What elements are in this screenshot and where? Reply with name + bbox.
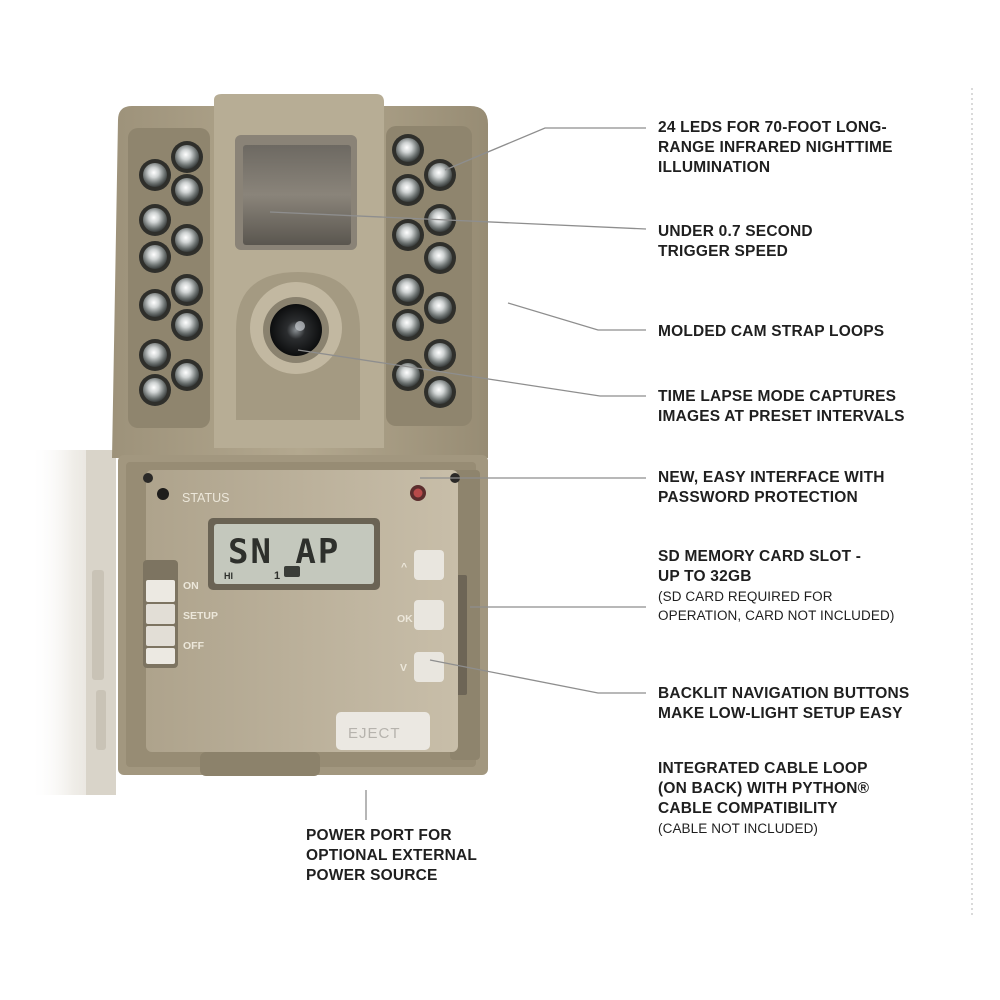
led-22-lens <box>428 343 452 367</box>
up-button[interactable] <box>414 550 444 580</box>
callout-interface-line1: NEW, EASY INTERFACE WITH <box>658 469 885 486</box>
led-18-lens <box>428 246 452 270</box>
led-8-lens <box>175 278 199 302</box>
callout-trigger: UNDER 0.7 SECOND TRIGGER SPEED <box>658 222 813 262</box>
callout-leds-line3: ILLUMINATION <box>658 159 771 176</box>
callout-sd-sub2: OPERATION, CARD NOT INCLUDED) <box>658 608 895 623</box>
callout-sd: SD MEMORY CARD SLOT - UP TO 32GB (SD CAR… <box>658 547 894 625</box>
led-5-lens <box>175 228 199 252</box>
infrared-led-array <box>139 134 456 408</box>
led-11-lens <box>175 363 199 387</box>
callout-backlit: BACKLIT NAVIGATION BUTTONS MAKE LOW-LIGH… <box>658 684 909 724</box>
up-button-label: ^ <box>401 561 407 573</box>
led-19-lens <box>396 278 420 302</box>
callout-sd-sub1: (SD CARD REQUIRED FOR <box>658 589 833 604</box>
callout-trigger-line1: UNDER 0.7 SECOND <box>658 223 813 240</box>
down-button[interactable] <box>414 652 444 682</box>
camera-lower-housing <box>118 455 488 776</box>
callout-power-line2: OPTIONAL EXTERNAL <box>306 847 478 864</box>
led-9-lens <box>175 313 199 337</box>
callout-backlit-line2: MAKE LOW-LIGHT SETUP EASY <box>658 705 903 722</box>
led-16-lens <box>396 223 420 247</box>
ok-button-label: OK <box>397 613 413 625</box>
switch-on-label: ON <box>183 580 199 592</box>
leader-backlit <box>429 659 646 694</box>
switch-setup-label: SETUP <box>183 610 218 622</box>
callout-sd-line1: SD MEMORY CARD SLOT - <box>658 548 862 565</box>
ok-button[interactable] <box>414 600 444 630</box>
led-24-lens <box>428 380 452 404</box>
callout-timelapse: TIME LAPSE MODE CAPTURES IMAGES AT PRESE… <box>658 387 905 427</box>
callout-cable: INTEGRATED CABLE LOOP (ON BACK) WITH PYT… <box>658 759 869 838</box>
led-14-lens <box>428 163 452 187</box>
open-cover <box>30 450 116 795</box>
eject-button[interactable] <box>336 712 430 750</box>
camera-labels: STATUS SN AP HI 1 ON SETUP OFF ^ OK V EJ… <box>182 491 413 742</box>
led-1-lens <box>143 163 167 187</box>
led-7-lens <box>143 293 167 317</box>
led-2-lens <box>175 145 199 169</box>
led-6-lens <box>143 245 167 269</box>
callout-interface: NEW, EASY INTERFACE WITH PASSWORD PROTEC… <box>658 468 885 508</box>
callout-cable-sub1: (CABLE NOT INCLUDED) <box>658 821 819 836</box>
camera-icon <box>284 566 300 577</box>
leader-leds <box>444 127 646 171</box>
callout-timelapse-line1: TIME LAPSE MODE CAPTURES <box>658 388 897 405</box>
callout-power-line1: POWER PORT FOR <box>306 827 452 844</box>
eject-label: EJECT <box>348 725 401 742</box>
down-button-label: V <box>400 662 407 674</box>
status-led-icon <box>157 488 169 500</box>
leader-trigger <box>269 211 647 230</box>
led-4-lens <box>143 208 167 232</box>
callout-leds: 24 LEDS FOR 70-FOOT LONG- RANGE INFRARED… <box>658 118 893 178</box>
lcd-small-left: HI <box>224 571 233 581</box>
callout-cable-line3: CABLE COMPATIBILITY <box>658 800 838 817</box>
led-20-lens <box>428 296 452 320</box>
callout-interface-line2: PASSWORD PROTECTION <box>658 489 858 506</box>
lcd-screen <box>214 524 374 584</box>
leader-strap <box>507 302 646 331</box>
callout-strap-line1: MOLDED CAM STRAP LOOPS <box>658 323 885 340</box>
led-10-lens <box>143 343 167 367</box>
led-23-lens <box>396 363 420 387</box>
callout-sd-line2: UP TO 32GB <box>658 568 752 585</box>
leader-timelapse <box>297 349 646 397</box>
callout-trigger-line2: TRIGGER SPEED <box>658 243 789 260</box>
callout-backlit-line1: BACKLIT NAVIGATION BUTTONS <box>658 685 910 702</box>
callout-power: POWER PORT FOR OPTIONAL EXTERNAL POWER S… <box>306 826 477 886</box>
led-15-lens <box>396 178 420 202</box>
leader-lines <box>269 127 647 820</box>
callout-strap: MOLDED CAM STRAP LOOPS <box>658 322 884 342</box>
status-label: STATUS <box>182 491 229 505</box>
switch-off-label: OFF <box>183 640 205 652</box>
callout-power-line3: POWER SOURCE <box>306 867 438 884</box>
led-3-lens <box>175 178 199 202</box>
led-12-lens <box>143 378 167 402</box>
callout-timelapse-line2: IMAGES AT PRESET INTERVALS <box>658 408 905 425</box>
led-13-lens <box>396 138 420 162</box>
callout-leds-line1: 24 LEDS FOR 70-FOOT LONG- <box>658 119 887 136</box>
led-21-lens <box>396 313 420 337</box>
lcd-small-mid: 1 <box>274 570 280 582</box>
callout-cable-line1: INTEGRATED CABLE LOOP <box>658 760 868 777</box>
callout-leds-line2: RANGE INFRARED NIGHTTIME <box>658 139 893 156</box>
callout-cable-line2: (ON BACK) WITH PYTHON® <box>658 780 870 797</box>
lcd-mode-text: SN AP <box>228 532 340 572</box>
